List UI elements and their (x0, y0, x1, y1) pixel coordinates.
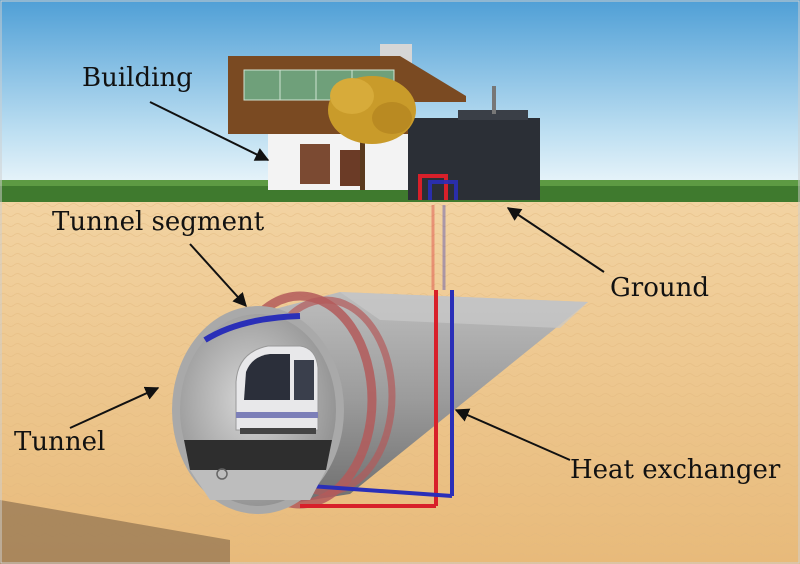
tram (236, 346, 318, 434)
label-building: Building (82, 63, 193, 93)
label-tunnel: Tunnel (14, 427, 105, 457)
label-heat-exchanger: Heat exchanger (570, 455, 781, 485)
label-ground: Ground (610, 273, 709, 303)
label-tunnel-segment: Tunnel segment (52, 207, 265, 237)
